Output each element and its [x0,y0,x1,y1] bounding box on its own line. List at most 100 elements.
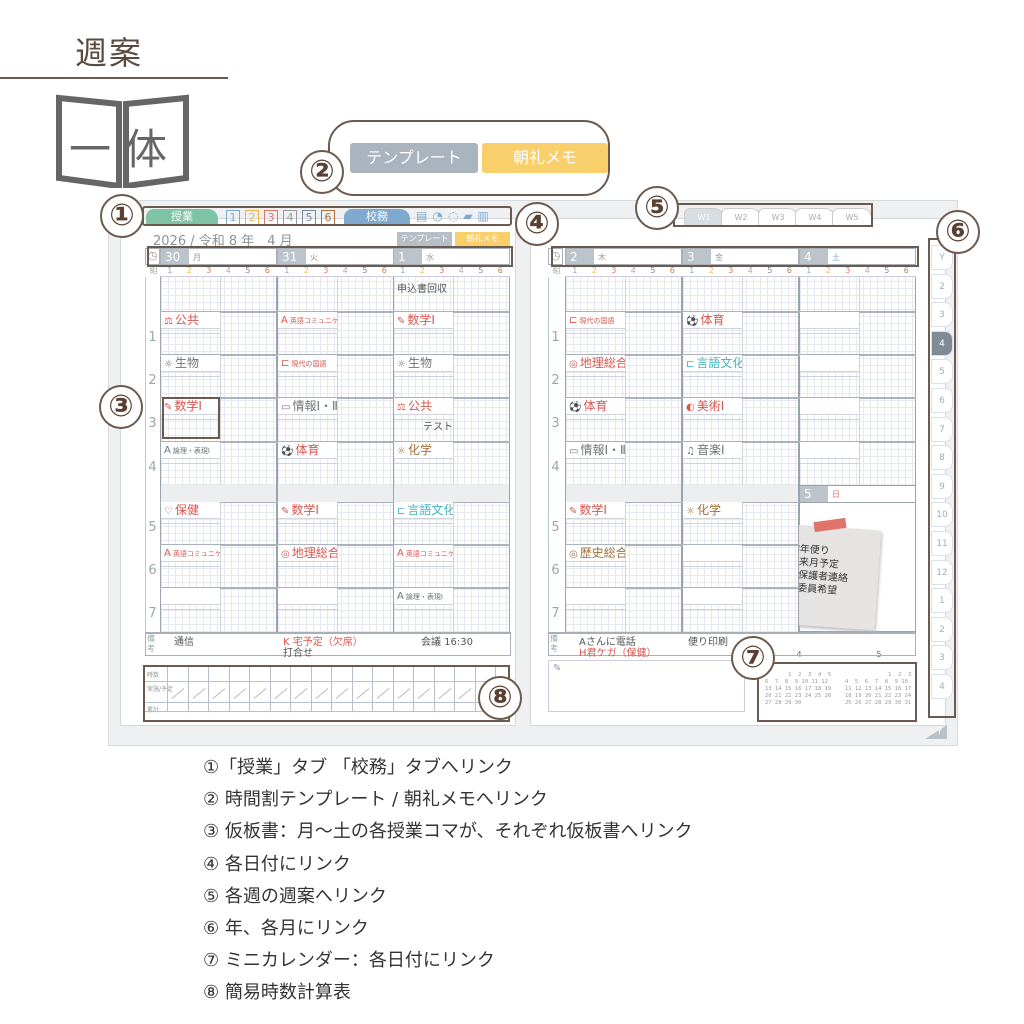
date-link[interactable]: 1 [394,249,422,264]
lesson-slot[interactable]: ✎数学Ⅰ [278,502,337,519]
lesson-slot[interactable] [161,588,220,605]
lesson-slot[interactable]: ♫音楽Ⅰ [683,442,742,459]
calendar-week-row[interactable]: 6 7 8 9 10 11 12 [765,679,828,685]
period-col-number: 5 [478,266,484,275]
calendar-week-row[interactable]: 27 28 29 30 [765,700,802,706]
list-icon[interactable]: ▥ [477,209,494,223]
clock-icon: ◷ [145,248,160,265]
lesson-slot[interactable]: ✎数学Ⅰ [566,502,625,519]
help-icon[interactable]: ? [937,726,943,737]
lesson-slot[interactable]: ✎数学Ⅰ [394,312,453,329]
lesson-slot[interactable]: ◎地理総合 [566,355,625,372]
calendar-week-row[interactable]: 25 26 27 28 29 30 31 [845,700,912,706]
period-col-number: 2 [186,266,192,275]
sunday-date[interactable]: 5 [800,486,828,502]
lesson-slot[interactable]: ⚽体育 [683,312,742,329]
school-affairs-icons[interactable]: ▤◔◌▰▥ [416,209,494,223]
lesson-slot[interactable] [278,588,337,605]
calendar-week-row[interactable]: 11 12 13 14 15 16 17 [845,686,912,692]
mini-morning-memo-button[interactable]: 朝礼メモ [455,232,510,246]
lesson-slot[interactable]: ◎歴史総合 [566,545,625,562]
lesson-slot[interactable]: ⚖公共 [161,312,220,329]
lesson-slot[interactable]: ⊏言語文化 [394,502,453,519]
calendar-month[interactable]: 5 [876,650,882,659]
tab-school-affairs[interactable]: 校務 [344,209,410,225]
calendar-month[interactable]: 4 [796,650,802,659]
lesson-slot[interactable] [800,442,859,459]
month-tab[interactable]: 10 [931,502,953,528]
clock-icon[interactable]: ◔ [432,209,448,223]
template-link-button[interactable]: テンプレート [350,143,478,173]
date-link[interactable]: 31 [278,249,306,264]
lesson-slot[interactable]: ☼化学 [683,502,742,519]
subject-icon: ✎ [281,506,290,517]
lesson-slot[interactable]: ⚖公共 [394,398,453,415]
document-icon[interactable]: ▤ [416,209,433,223]
folder-icon[interactable]: ▰ [463,209,478,223]
month-tab[interactable]: 3 [931,645,953,671]
lesson-slot[interactable]: ⚽体育 [566,398,625,415]
month-tab[interactable]: 4 [931,674,953,699]
memo-area[interactable]: ✎ [548,660,745,712]
date-link[interactable]: 4 [800,249,828,264]
lesson-slot[interactable] [800,398,859,415]
month-tab[interactable]: 5 [931,359,953,385]
lesson-slot[interactable]: A英語コミュニケーションⅠ [394,545,453,562]
month-tab[interactable]: 4 [931,330,953,356]
date-link[interactable]: 30 [161,249,189,264]
morning-memo-link-button[interactable]: 朝礼メモ [482,143,608,173]
date-link[interactable]: 2 [566,249,594,264]
lesson-slot[interactable]: ♡保健 [161,502,220,519]
calendar-week-row[interactable]: 4 5 6 7 8 9 10 [845,679,908,685]
lesson-slot[interactable]: ▭情報Ⅰ・Ⅱ [278,398,337,415]
lesson-slot[interactable]: ☼生物 [161,355,220,372]
month-tab[interactable]: 2 [931,616,953,642]
date-link[interactable]: 3 [683,249,711,264]
lesson-slot[interactable] [566,588,625,605]
calendar-week-row[interactable]: 13 14 15 16 17 18 19 [765,686,832,692]
lesson-slot[interactable]: ◐美術Ⅰ [683,398,742,415]
calendar-week-row[interactable]: 1 2 3 [845,672,912,678]
lesson-slot[interactable]: A英語コミュニケーションⅠ [161,545,220,562]
lesson-slot[interactable]: A英語コミュニケーションⅠ [278,312,337,329]
lesson-slot[interactable] [800,355,859,372]
mini-template-button[interactable]: テンプレート [397,232,452,246]
lesson-slot[interactable] [683,588,742,605]
tab-class[interactable]: 授業 [146,209,218,225]
month-tab[interactable]: 6 [931,388,953,413]
lesson-slot[interactable] [800,312,859,329]
lesson-slot[interactable]: ▭情報Ⅰ・Ⅱ [566,442,625,459]
lesson-slot[interactable]: ⊏言語文化 [683,355,742,372]
lesson-slot[interactable] [683,545,742,562]
month-tab[interactable]: 1 [931,588,953,614]
calendar-week-row[interactable]: 1 2 3 4 5 [765,672,832,678]
month-tab[interactable]: 2 [931,273,953,299]
month-tab[interactable]: 3 [931,302,953,328]
month-tab[interactable]: 9 [931,473,953,499]
lesson-slot[interactable]: ✎数学Ⅰ [161,398,220,415]
month-tab[interactable]: 7 [931,416,953,442]
calendar-week-row[interactable]: 20 21 22 23 24 25 26 [765,693,832,699]
calendar-week-row[interactable]: 18 19 20 21 22 23 24 [845,693,912,699]
month-tab[interactable]: 12 [931,559,953,585]
lesson-slot[interactable]: ⚽体育 [278,442,337,459]
month-tab[interactable]: 11 [931,531,953,556]
chat-icon[interactable]: ◌ [447,209,464,223]
lesson-slot[interactable]: ☼生物 [394,355,453,372]
lesson-slot[interactable]: ⊏現代の国語 [566,312,625,329]
lesson-slot[interactable]: ◎地理総合 [278,545,337,562]
lesson-slot[interactable]: ☼化学 [394,442,453,459]
lesson-slot[interactable]: ⊏現代の国語 [278,355,337,372]
month-tab[interactable]: 8 [931,445,953,471]
